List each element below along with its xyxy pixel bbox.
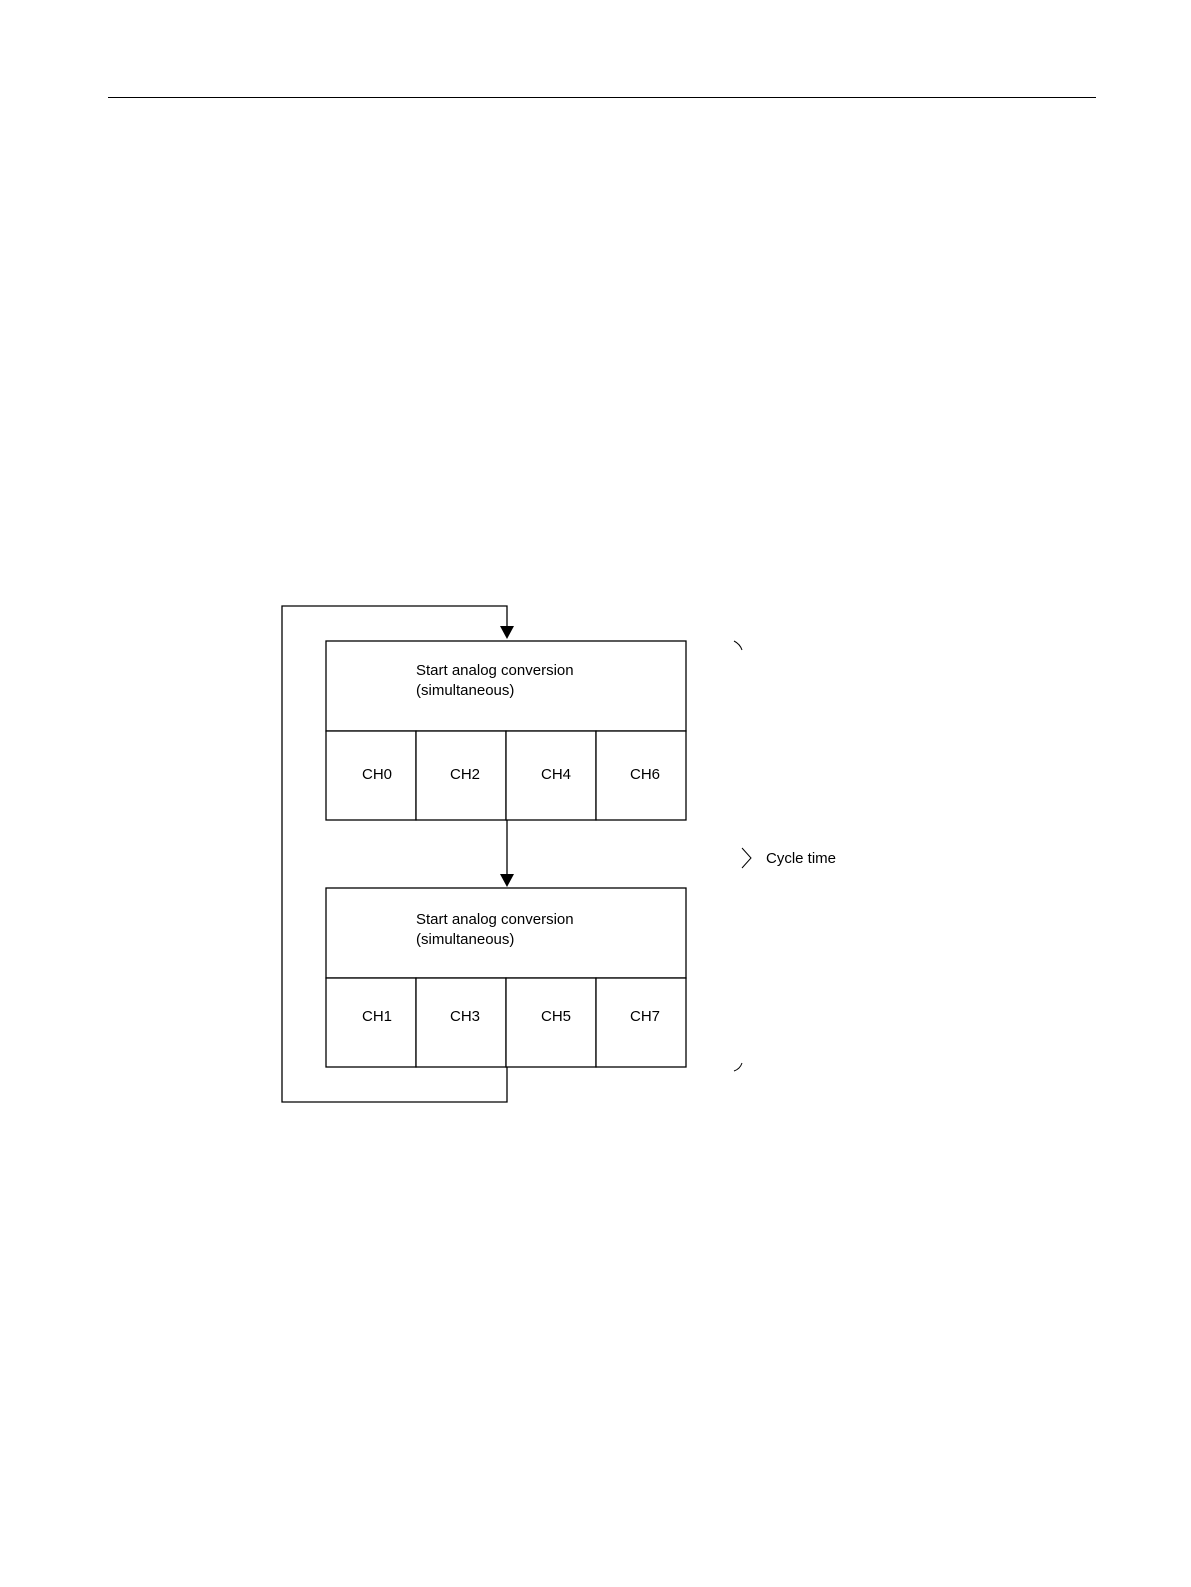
channel-label-ch6: CH6 [630, 766, 660, 783]
stage-1-title-line2: (simultaneous) [416, 682, 514, 699]
loop-arrowhead [500, 626, 514, 639]
stage-2-title-line1: Start analog conversion [416, 911, 574, 928]
brace-top-hook [734, 641, 742, 650]
stage-1: Start analog conversion (simultaneous) C… [326, 641, 686, 820]
channel-label-ch5: CH5 [541, 1008, 571, 1025]
brace-bottom-hook [734, 1063, 742, 1071]
channel-label-ch3: CH3 [450, 1008, 480, 1025]
stage-2: Start analog conversion (simultaneous) C… [326, 888, 686, 1067]
channel-label-ch1: CH1 [362, 1008, 392, 1025]
stage-2-title-line2: (simultaneous) [416, 931, 514, 948]
cycle-time-label: Cycle time [766, 850, 836, 867]
stage-1-title-line1: Start analog conversion [416, 662, 574, 679]
channel-label-ch7: CH7 [630, 1008, 660, 1025]
channel-label-ch0: CH0 [362, 766, 392, 783]
channel-label-ch4: CH4 [541, 766, 571, 783]
stage-connector-arrowhead [500, 874, 514, 887]
brace-mid-point [742, 848, 751, 868]
cycle-time-brace [734, 641, 751, 1071]
channel-label-ch2: CH2 [450, 766, 480, 783]
